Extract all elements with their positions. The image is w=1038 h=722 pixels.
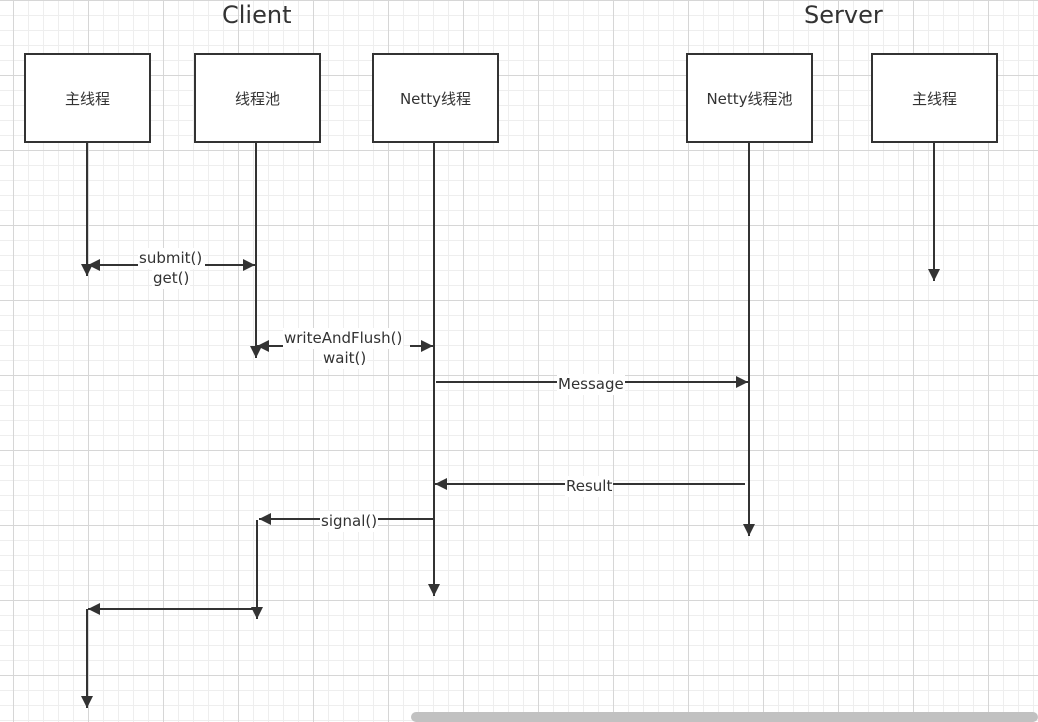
horizontal-scrollbar[interactable] bbox=[411, 712, 1038, 722]
message-label-signal: signal() bbox=[320, 511, 379, 532]
message-label-write-and-flush: writeAndFlush() bbox=[283, 328, 404, 349]
server-group-title: Server bbox=[804, 1, 883, 29]
message-label-result: Result bbox=[565, 476, 614, 497]
actor-server-netty-thread-pool[interactable]: Netty线程池 bbox=[686, 53, 813, 143]
message-label-wait: wait() bbox=[322, 348, 368, 369]
message-label-get: get() bbox=[152, 268, 191, 289]
actor-server-main-thread[interactable]: 主线程 bbox=[871, 53, 998, 143]
actor-client-netty-thread[interactable]: Netty线程 bbox=[372, 53, 499, 143]
message-label-submit: submit() bbox=[138, 248, 204, 269]
message-label-message: Message bbox=[557, 374, 625, 395]
client-group-title: Client bbox=[222, 1, 292, 29]
actor-client-thread-pool[interactable]: 线程池 bbox=[194, 53, 321, 143]
